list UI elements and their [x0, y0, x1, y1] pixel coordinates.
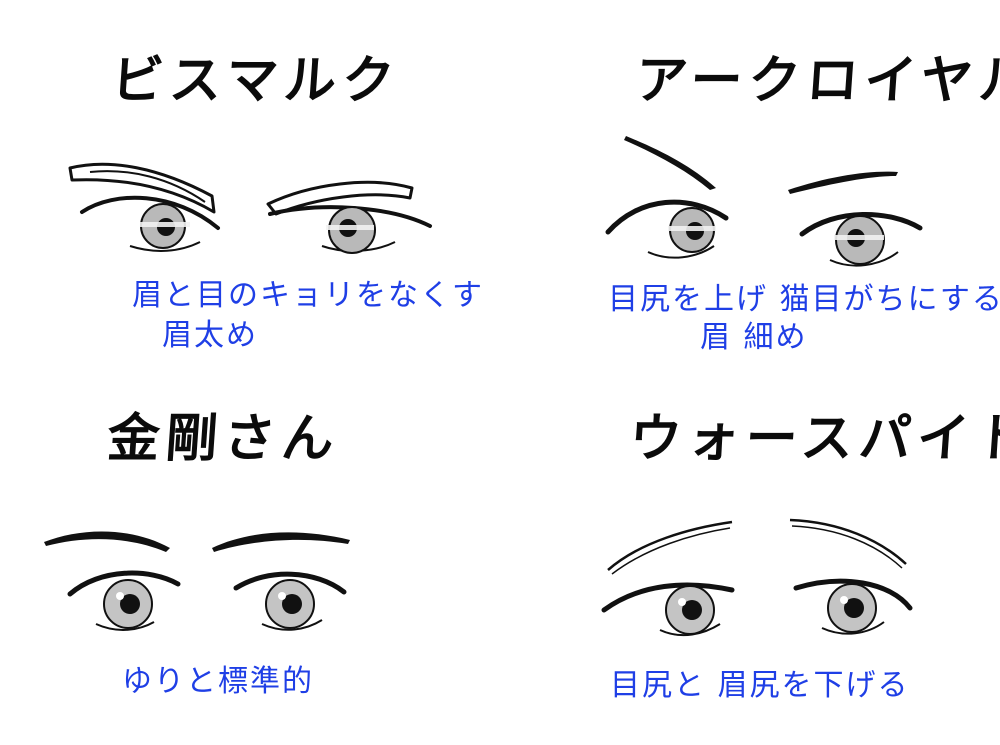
left-eyebrow [44, 531, 170, 552]
panel-bismarck: ビスマルク 眉と目のキョリをなくす 眉太め [0, 0, 500, 372]
left-upper-lid [67, 570, 181, 597]
right-pupil [844, 598, 864, 618]
right-eyebrow [266, 180, 414, 216]
note-line-1: 目尻と 眉尻を下げる [610, 668, 910, 703]
right-eyebrow [789, 518, 907, 565]
eyes-drawing-ark-royal [605, 136, 923, 267]
panel-warspite: ウォースパイト 目尻と 眉尻を下げる [500, 372, 1000, 744]
note-line-1: ゆりと標準的 [122, 664, 314, 699]
eyes-drawing-bismarck [68, 162, 432, 254]
right-eyebrow [788, 171, 898, 194]
left-eyebrow [68, 162, 216, 214]
left-upper-lid [601, 582, 735, 613]
right-eyebrow [212, 532, 350, 552]
right-upper-lid [799, 212, 923, 237]
left-pupil [120, 594, 140, 614]
right-upper-lid [233, 571, 347, 595]
right-upper-lid [793, 578, 913, 611]
note-line-2: 眉太め [162, 318, 258, 353]
left-eyebrow [624, 136, 716, 190]
note-line-1: 目尻を上げ 猫目がちにする [608, 282, 1000, 317]
left-eyebrow [607, 520, 733, 571]
left-upper-lid [605, 199, 729, 235]
panel-kongou: 金剛さん ゆりと標準的 [0, 372, 500, 744]
left-pupil [682, 600, 702, 620]
note-line-2: 眉 細め [700, 320, 808, 355]
eyes-drawing-kongou [44, 531, 350, 631]
eyes-drawing-warspite [601, 518, 913, 637]
left-upper-lid [80, 195, 220, 230]
note-line-1: 眉と目のキョリをなくす [132, 278, 484, 313]
right-pupil [282, 594, 302, 614]
panel-ark-royal: アークロイヤル 目尻を上げ 猫目がちにする 眉 細め [500, 0, 1000, 372]
